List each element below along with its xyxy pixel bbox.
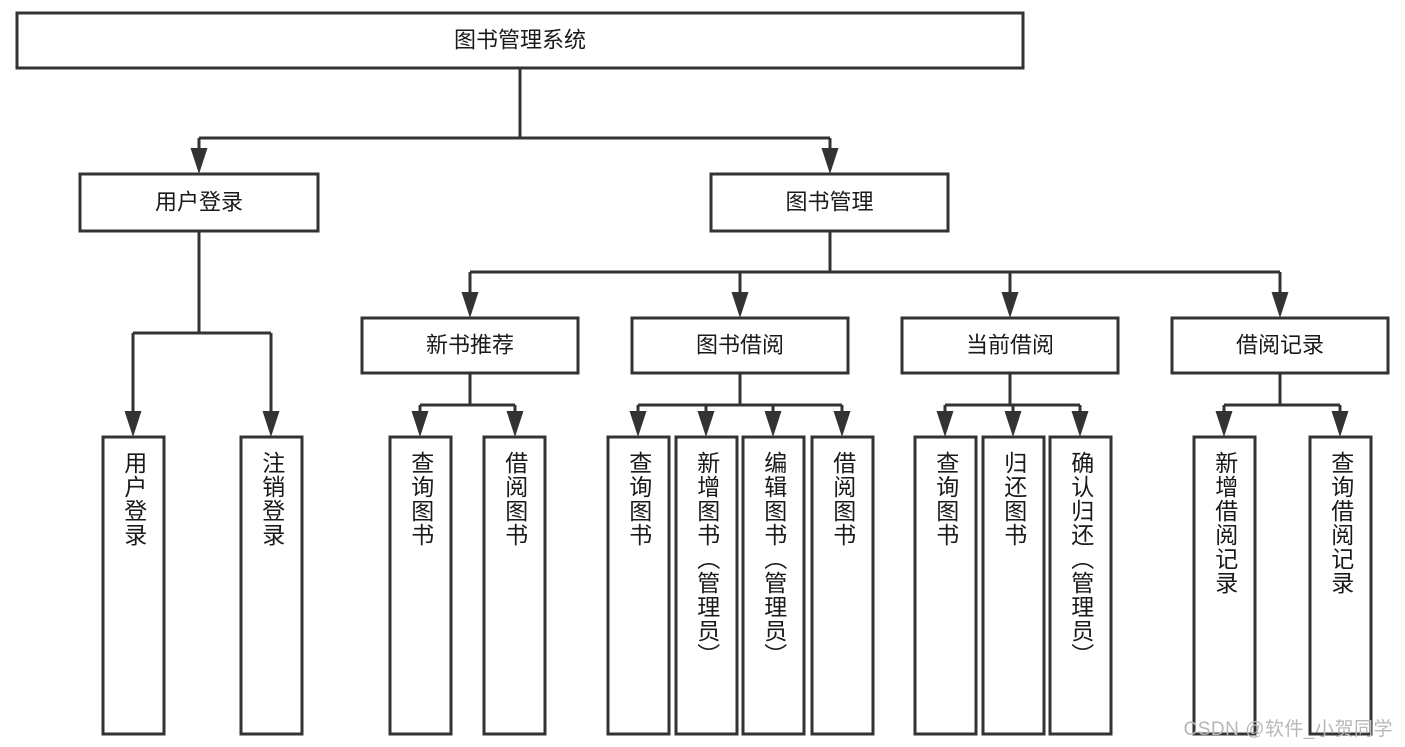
group-drop-8-arrowhead <box>1071 411 1089 437</box>
node-book-manage-label: 图书管理 <box>785 189 873 214</box>
leaf-node-leaf-edit-book[interactable] <box>741 435 806 736</box>
watermark-text: CSDN @软件_小贺同学 <box>1183 719 1393 740</box>
user-login-drop-1-arrowhead <box>262 411 280 437</box>
leaf-node-leaf-query-book-new[interactable] <box>388 435 453 736</box>
node-book-borrow[interactable] <box>630 316 850 375</box>
root-node-book-management-system-label: 图书管理系统 <box>454 27 586 52</box>
root-drop-0-arrowhead <box>190 148 208 174</box>
group-drop-3-arrowhead <box>697 411 715 437</box>
leaf-node-leaf-return-book[interactable] <box>981 435 1046 736</box>
leaf-node-leaf-borrow-book-new[interactable] <box>482 435 547 736</box>
leaf-node-leaf-query-book-current[interactable] <box>913 435 978 736</box>
root-drop-1-arrowhead <box>821 148 839 174</box>
book-manage-drop-0-arrowhead <box>461 292 479 318</box>
group-drop-1-arrowhead <box>506 411 524 437</box>
group-drop-5-arrowhead <box>833 411 851 437</box>
group-drop-9-arrowhead <box>1215 411 1233 437</box>
node-borrow-record[interactable] <box>1170 316 1390 375</box>
node-book-manage[interactable] <box>709 172 950 233</box>
group-drop-7-arrowhead <box>1004 411 1022 437</box>
book-manage-drop-2-arrowhead <box>1001 292 1019 318</box>
group-drop-10-arrowhead <box>1331 411 1349 437</box>
leaf-node-leaf-logout[interactable] <box>239 435 304 736</box>
node-user-login[interactable] <box>78 172 320 233</box>
group-drop-6-arrowhead <box>936 411 954 437</box>
book-manage-drop-3-arrowhead <box>1271 292 1289 318</box>
node-borrow-record-label: 借阅记录 <box>1236 332 1324 357</box>
node-current-borrow-label: 当前借阅 <box>966 332 1054 357</box>
leaf-node-leaf-add-record[interactable] <box>1192 435 1257 736</box>
leaf-node-leaf-user-login[interactable] <box>101 435 166 736</box>
root-node-book-management-system[interactable] <box>15 11 1025 70</box>
leaf-node-leaf-borrow-book[interactable] <box>810 435 875 736</box>
leaf-node-leaf-query-record[interactable] <box>1308 435 1373 736</box>
book-manage-drop-1-arrowhead <box>731 292 749 318</box>
leaf-node-leaf-confirm-return[interactable] <box>1048 435 1113 736</box>
node-book-borrow-label: 图书借阅 <box>696 332 784 357</box>
connector-lines <box>124 68 1349 437</box>
node-new-book-recommend-label: 新书推荐 <box>426 332 514 357</box>
group-drop-2-arrowhead <box>629 411 647 437</box>
node-current-borrow[interactable] <box>900 316 1120 375</box>
node-new-book-recommend[interactable] <box>360 316 580 375</box>
leaf-node-leaf-query-book-borrow[interactable] <box>606 435 671 736</box>
user-login-drop-0-arrowhead <box>124 411 142 437</box>
group-drop-4-arrowhead <box>764 411 782 437</box>
node-boxes <box>15 11 1390 736</box>
node-user-login-label: 用户登录 <box>155 189 243 214</box>
group-drop-0-arrowhead <box>411 411 429 437</box>
leaf-node-leaf-add-book[interactable] <box>674 435 739 736</box>
